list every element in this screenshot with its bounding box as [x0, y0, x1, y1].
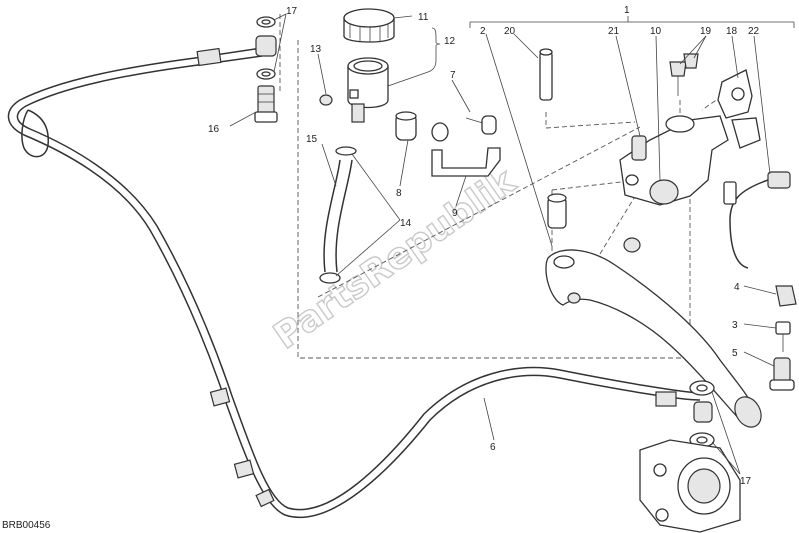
reservoir-hose-15 [319, 146, 357, 284]
label-20: 20 [504, 26, 516, 37]
clip-13 [319, 94, 333, 106]
switch-22 [723, 171, 791, 269]
label-4: 4 [734, 282, 740, 293]
label-19: 19 [700, 26, 712, 37]
label-7: 7 [450, 70, 456, 81]
label-16: 16 [208, 124, 220, 135]
label-18: 18 [726, 26, 738, 37]
label-14: 14 [400, 218, 412, 229]
bleeder-19 [669, 53, 699, 96]
label-12: 12 [444, 36, 456, 47]
label-21: 21 [608, 26, 620, 37]
bleed-bolt-16 [254, 85, 278, 123]
clutch-lever-2 [545, 249, 762, 428]
reservoir-body-12 [347, 57, 389, 123]
washers-17-bottom [689, 380, 715, 448]
drawing-code: BRB00456 [2, 520, 51, 531]
label-2: 2 [480, 26, 486, 37]
label-1: 1 [624, 5, 630, 16]
label-8: 8 [396, 188, 402, 199]
label-6: 6 [490, 442, 496, 453]
part-labels: 1 2 3 4 5 6 7 8 9 10 11 12 13 14 15 16 1… [208, 5, 760, 487]
label-15: 15 [306, 134, 318, 145]
bleeder-3 [775, 321, 791, 352]
clutch-hose [7, 47, 701, 518]
pin-20 [539, 48, 553, 101]
washers-17-top [255, 16, 277, 80]
brace-12 [427, 27, 441, 73]
leader-lines [229, 13, 795, 475]
clamp-18 [717, 69, 761, 149]
reservoir-cap-11 [343, 8, 395, 43]
label-5: 5 [732, 348, 738, 359]
grommet-8 [395, 111, 417, 141]
slave-cylinder [639, 439, 741, 533]
label-17-top: 17 [286, 6, 298, 17]
label-10: 10 [650, 26, 662, 37]
label-22: 22 [748, 26, 760, 37]
label-3: 3 [732, 320, 738, 331]
pivot-parts [547, 193, 641, 253]
label-13: 13 [310, 44, 322, 55]
label-11: 11 [418, 12, 429, 23]
banjo-bolt-5 [769, 357, 795, 391]
label-9: 9 [452, 208, 458, 219]
screw-7 [465, 115, 497, 135]
label-17-bottom: 17 [740, 476, 752, 487]
master-cylinder-1 [619, 115, 729, 206]
cap-4 [775, 285, 797, 307]
bracket-9 [431, 122, 501, 177]
